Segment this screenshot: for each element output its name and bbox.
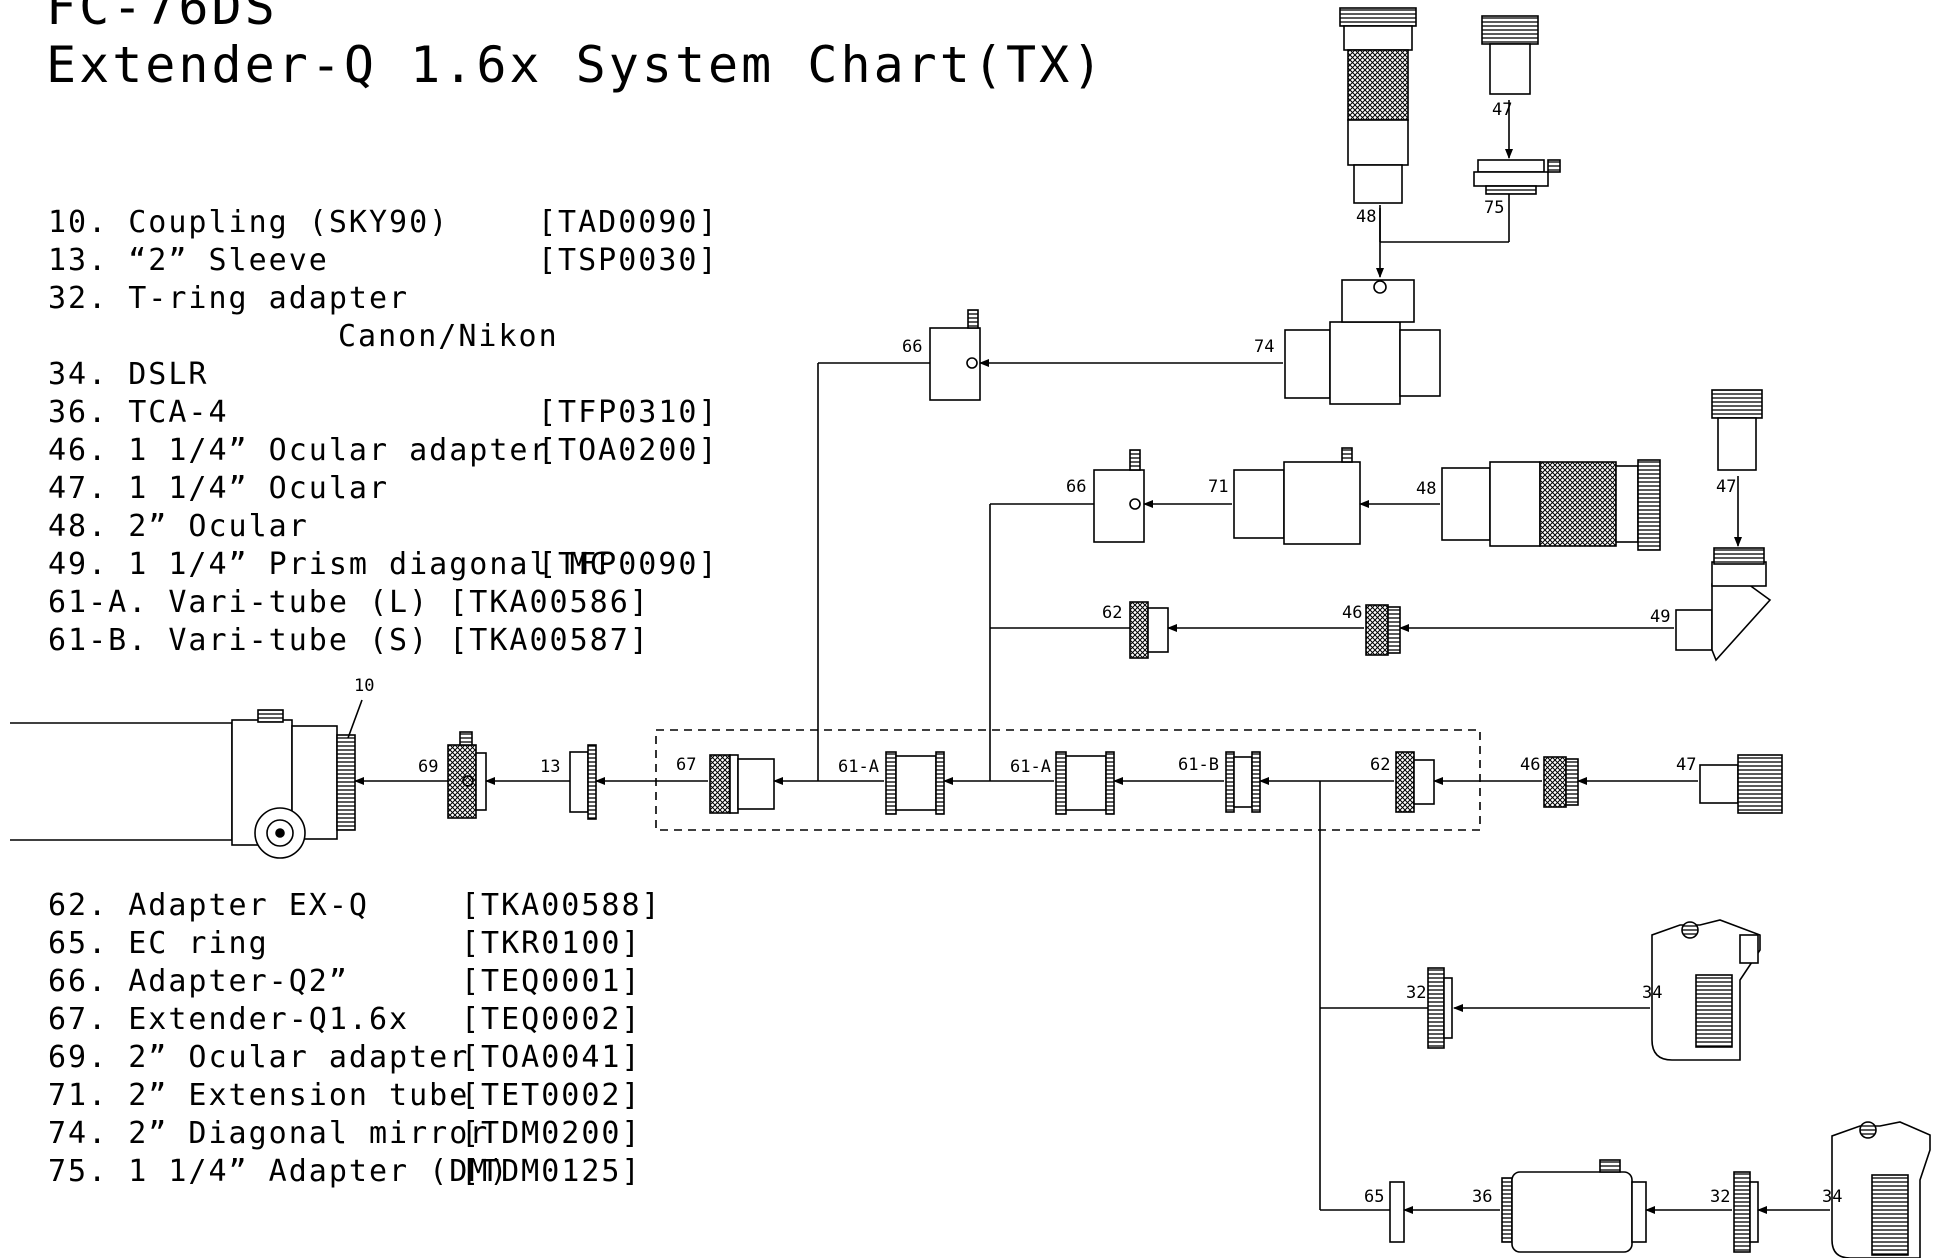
label-69: 69 (418, 757, 438, 777)
ocular-adapter-69 (447, 731, 487, 819)
label-32-a: 32 (1406, 983, 1426, 1003)
part-label: 61-A. Vari-tube (L) [TKA00586] (48, 585, 650, 620)
part-label: 48. 2” Ocular (48, 509, 309, 544)
label-48-top: 48 (1356, 207, 1376, 227)
label-10: 10 (354, 676, 374, 696)
ocular-47-top (1481, 15, 1539, 95)
diagonal-mirror-74 (1284, 279, 1441, 405)
label-71: 71 (1208, 477, 1228, 497)
part-code: [TDM0200] (461, 1116, 642, 1151)
part-label: 62. Adapter EX-Q (48, 888, 369, 923)
part-code: [TKA00588] (461, 888, 662, 923)
label-61a-2: 61-A (1010, 757, 1051, 777)
dslr-34-b (1831, 1121, 1931, 1258)
chart-title: Extender-Q 1.6x System Chart(TX) (46, 36, 1106, 94)
part-label: 67. Extender-Q1.6x (48, 1002, 410, 1037)
label-36: 36 (1472, 1187, 1492, 1207)
tca-4-36 (1501, 1159, 1647, 1253)
ocular-48-top (1339, 7, 1417, 204)
label-61b: 61-B (1178, 755, 1219, 775)
label-62-mid: 62 (1102, 603, 1122, 623)
part-label: 66. Adapter-Q2” (48, 964, 349, 999)
prism-diagonal-49 (1675, 547, 1772, 662)
part-label: 46. 1 1/4” Ocular adapter (48, 433, 550, 468)
t-ring-32-a (1427, 967, 1453, 1049)
part-label: 75. 1 1/4” Adapter (DM) (48, 1154, 510, 1189)
adapter-q2-66-mid (1093, 449, 1145, 543)
ocular-47-right (1711, 389, 1763, 471)
diagram-labels: 10 69 13 67 61-A 61-A 61-B 62 46 47 66 7… (354, 100, 1842, 1207)
part-label: 71. 2” Extension tube (48, 1078, 470, 1113)
part-label: 34. DSLR (48, 357, 209, 392)
label-32-b: 32 (1710, 1187, 1730, 1207)
dslr-34-a (1651, 919, 1761, 1061)
label-47-top: 47 (1492, 100, 1512, 120)
part-label: 69. 2” Ocular adapter (48, 1040, 470, 1075)
chart-title-model: FC-76DS (46, 0, 278, 36)
label-34-a: 34 (1642, 983, 1662, 1003)
part-code: [TFP0090] (538, 547, 719, 582)
label-61a-1: 61-A (838, 757, 879, 777)
label-65: 65 (1364, 1187, 1384, 1207)
ocular-adapter-46-mid (1365, 604, 1401, 656)
telescope-tube (10, 709, 356, 859)
part-code: [TAD0090] (538, 205, 719, 240)
label-34-b: 34 (1822, 1187, 1842, 1207)
part-code: [TOA0200] (538, 433, 719, 468)
label-48-mid: 48 (1416, 479, 1436, 499)
label-66-top: 66 (902, 337, 922, 357)
label-46-mid: 46 (1342, 603, 1362, 623)
label-46-main: 46 (1520, 755, 1540, 775)
t-ring-32-b (1733, 1171, 1759, 1253)
part-label: 36. TCA-4 (48, 395, 229, 430)
part-code: [TOA0041] (461, 1040, 642, 1075)
vari-tube-61a-1 (885, 751, 945, 815)
label-75: 75 (1484, 198, 1504, 218)
vari-tube-61b (1225, 751, 1261, 813)
ocular-47-main (1699, 754, 1783, 814)
adapter-ex-q-62-main (1395, 751, 1435, 813)
label-67: 67 (676, 755, 696, 775)
label-62-main: 62 (1370, 755, 1390, 775)
extension-tube-71 (1233, 447, 1361, 545)
sleeve-13 (569, 744, 597, 820)
part-code: [TSP0030] (538, 243, 719, 278)
adapter-q2-66-top (929, 309, 981, 401)
vari-tube-61a-2 (1055, 751, 1115, 815)
adapter-ex-q-62-mid (1129, 601, 1169, 659)
adapter-dm-75 (1473, 159, 1561, 195)
coupling-10-leader (347, 699, 363, 739)
part-label: 65. EC ring (48, 926, 269, 961)
part-code: [TET0002] (461, 1078, 642, 1113)
part-label: 47. 1 1/4” Ocular (48, 471, 390, 506)
part-label: 10. Coupling (SKY90) (48, 205, 450, 240)
part-code: [TDM0125] (461, 1154, 642, 1189)
part-label: 32. T-ring adapter (48, 281, 410, 316)
label-47-main: 47 (1676, 755, 1696, 775)
extender-q-group-box (655, 729, 1481, 831)
part-label: 13. “2” Sleeve (48, 243, 329, 278)
part-code: [TKR0100] (461, 926, 642, 961)
part-label: 61-B. Vari-tube (S) [TKA00587] (48, 623, 650, 658)
label-66-mid: 66 (1066, 477, 1086, 497)
ec-ring-65 (1389, 1181, 1405, 1243)
part-label: Canon/Nikon (338, 319, 559, 354)
part-code: [TEQ0001] (461, 964, 642, 999)
part-label: 74. 2” Diagonal mirror (48, 1116, 490, 1151)
label-49: 49 (1650, 607, 1670, 627)
label-13: 13 (540, 757, 560, 777)
ocular-48-mid (1441, 459, 1661, 551)
ocular-adapter-46-main (1543, 756, 1579, 808)
extender-q-67 (709, 754, 775, 814)
part-code: [TFP0310] (538, 395, 719, 430)
label-47-right: 47 (1716, 477, 1736, 497)
part-code: [TEQ0002] (461, 1002, 642, 1037)
part-label: 49. 1 1/4” Prism diagonal MC (48, 547, 610, 582)
label-74: 74 (1254, 337, 1274, 357)
